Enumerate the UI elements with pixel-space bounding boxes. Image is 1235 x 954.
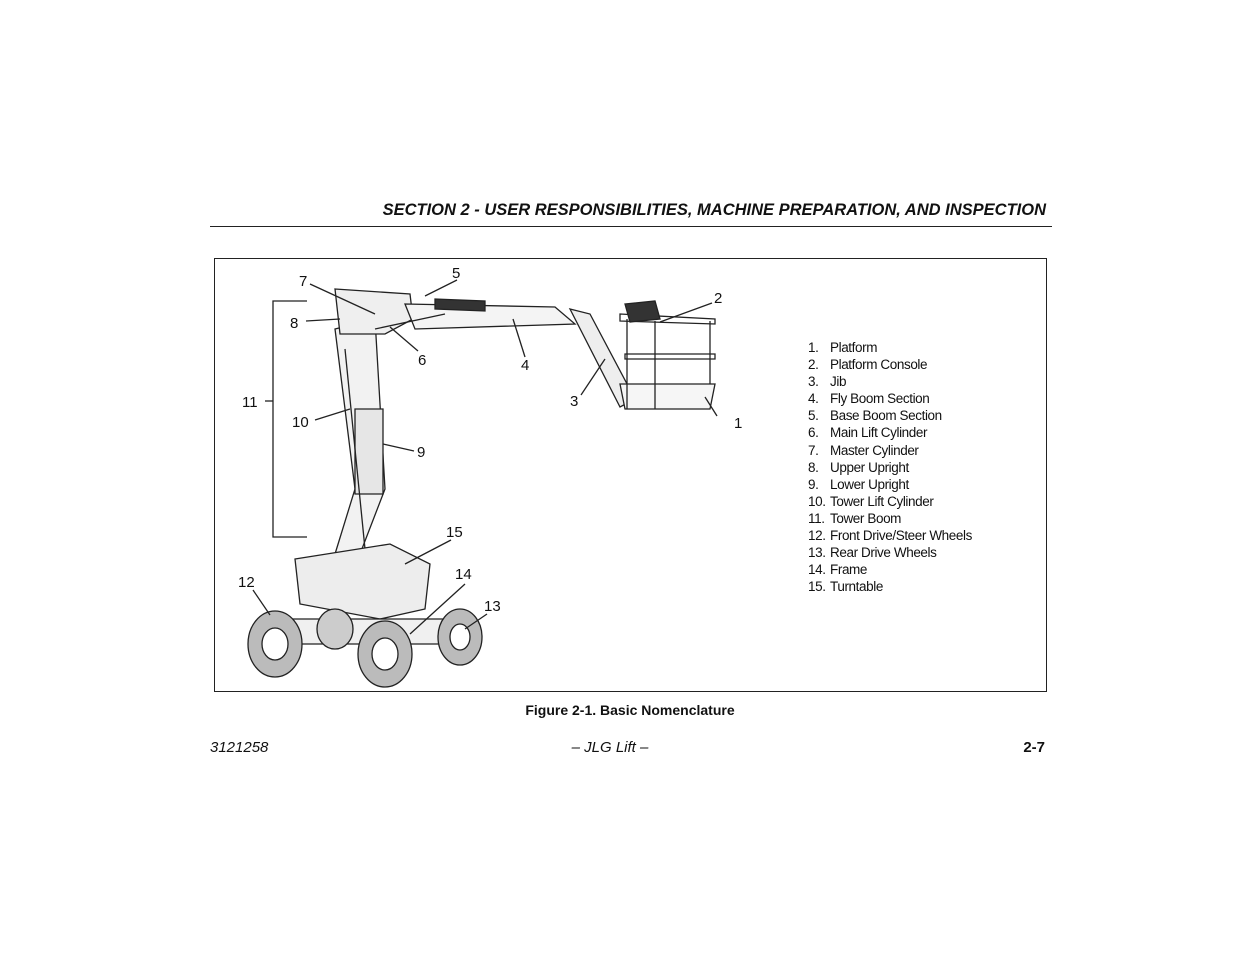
figure-frame bbox=[214, 258, 1047, 692]
legend-item: 1.Platform bbox=[808, 340, 878, 355]
callout-13: 13 bbox=[484, 598, 501, 615]
callout-11: 11 bbox=[242, 394, 258, 411]
callout-12: 12 bbox=[238, 574, 255, 591]
callout-9: 9 bbox=[417, 444, 425, 461]
legend-item: 11.Tower Boom bbox=[808, 510, 902, 526]
legend-item: 14.Frame bbox=[808, 562, 868, 578]
doc-number: 3121258 bbox=[210, 739, 269, 756]
callout-15: 15 bbox=[446, 524, 463, 541]
figure-caption: Figure 2-1. Basic Nomenclature bbox=[525, 702, 735, 718]
footer-brand: – JLG Lift – bbox=[571, 739, 649, 756]
boom-lift-illustration: 1 2 3 4 5 6 7 8 9 10 11 12 13 14 15 bbox=[238, 265, 742, 688]
legend-item: 7.Master Cylinder bbox=[808, 442, 919, 458]
legend-item: 3.Jib bbox=[808, 374, 847, 390]
legend-item: 8.Upper Upright bbox=[808, 459, 909, 475]
callout-14: 14 bbox=[455, 566, 472, 583]
legend-item: 9.Lower Upright bbox=[808, 476, 909, 492]
legend-item: 2.Platform Console bbox=[808, 357, 928, 373]
callout-5: 5 bbox=[452, 265, 460, 282]
callout-8: 8 bbox=[290, 315, 298, 332]
legend-item: 5.Base Boom Section bbox=[808, 408, 942, 424]
header-rule bbox=[210, 226, 1052, 227]
section-title: SECTION 2 - USER RESPONSIBILITIES, MACHI… bbox=[382, 201, 1046, 219]
legend-item: 6.Main Lift Cylinder bbox=[808, 425, 928, 441]
legend-item: 12.Front Drive/Steer Wheels bbox=[808, 528, 972, 544]
callout-6: 6 bbox=[418, 352, 426, 369]
legend-list: 1.Platform 2.Platform Console 3.Jib 4.Fl… bbox=[808, 339, 972, 595]
callout-4: 4 bbox=[521, 357, 529, 374]
legend-item: 13.Rear Drive Wheels bbox=[808, 545, 937, 561]
callout-3: 3 bbox=[570, 393, 578, 410]
legend-item: 15.Turntable bbox=[808, 579, 883, 595]
page-number: 2-7 bbox=[1023, 739, 1045, 756]
callout-2: 2 bbox=[714, 290, 722, 307]
callout-10: 10 bbox=[292, 414, 309, 431]
callout-7: 7 bbox=[299, 273, 307, 290]
callout-1: 1 bbox=[734, 415, 742, 432]
legend-item: 10.Tower Lift Cylinder bbox=[808, 493, 934, 509]
legend-item: 4.Fly Boom Section bbox=[808, 391, 930, 407]
